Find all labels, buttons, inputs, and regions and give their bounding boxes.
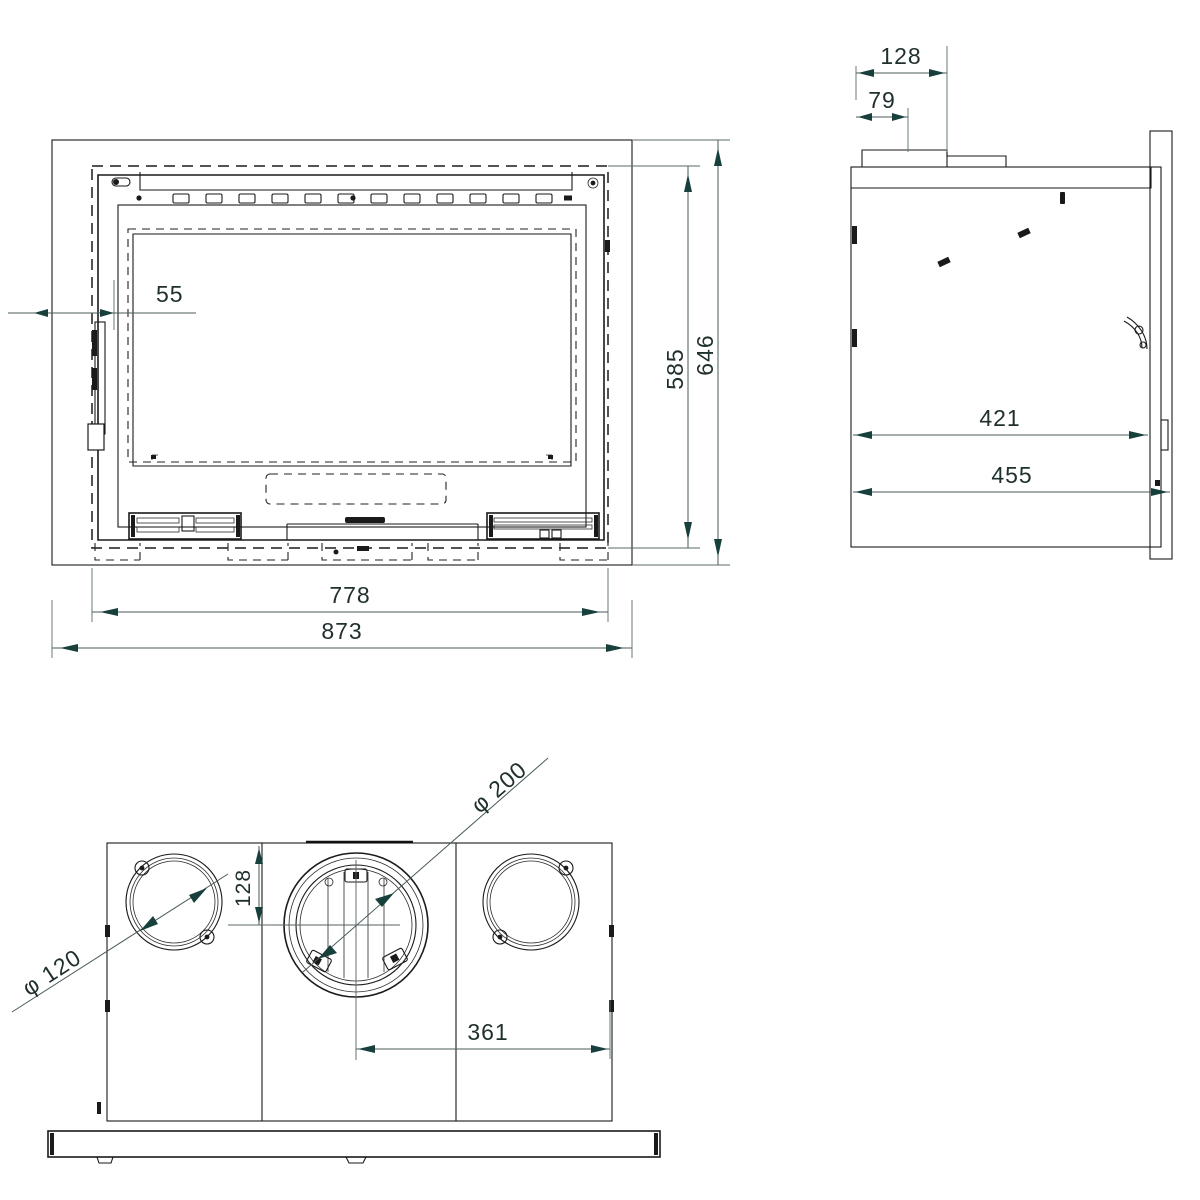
dimension-79-side: 79: [856, 87, 909, 152]
top-side-tabs: [97, 925, 614, 1114]
front-access-hatch: [265, 473, 447, 505]
front-firebox-corner-marks: [151, 454, 553, 460]
dimension-455: 455: [853, 462, 1170, 496]
front-outer-frame: [51, 139, 633, 566]
dimension-79-side-label: 79: [868, 87, 896, 113]
front-firebox-panel: [132, 233, 572, 467]
dimension-phi200: φ 200: [302, 756, 549, 973]
dimension-585: 585: [608, 165, 700, 549]
top-right-air-collar: [482, 853, 580, 951]
dimension-873: 873: [51, 600, 633, 658]
side-top-plate: [851, 166, 1152, 189]
top-body-outline: [106, 842, 613, 1122]
front-right-fixings: [587, 177, 610, 252]
dimension-646: 646: [632, 139, 730, 566]
dimension-421: 421: [853, 405, 1148, 439]
dimension-128-top-label: 128: [232, 869, 255, 907]
front-top-rail: [139, 172, 573, 191]
dimension-361-label: 361: [467, 1019, 508, 1045]
front-handle-bar: [345, 517, 385, 523]
front-left-badge: [111, 177, 131, 187]
side-view: 128 79 421 455: [850, 43, 1173, 560]
side-body-outline: [850, 166, 1162, 548]
top-view: φ 200 φ 120 128 361: [11, 756, 661, 1164]
front-plinth-recess: [286, 523, 479, 540]
dimension-128-top: 128: [228, 846, 270, 926]
dimension-55-label: 55: [156, 281, 184, 307]
front-glass-opening: [127, 228, 577, 463]
dimension-phi200-label: φ 200: [466, 756, 532, 818]
dimension-phi120-label: φ 120: [17, 944, 85, 1001]
top-left-air-collar: [125, 853, 223, 951]
front-left-grille: [128, 512, 242, 540]
dimension-455-label: 455: [991, 462, 1032, 488]
top-flue-clamp-right: [382, 947, 408, 971]
side-handle-detail: [1123, 316, 1148, 350]
dimension-585-label: 585: [662, 348, 688, 389]
dimension-128-side: 128: [855, 43, 948, 152]
dimension-128-side-label: 128: [880, 43, 921, 69]
dimension-646-label: 646: [692, 334, 718, 375]
side-interior-fixings: [852, 192, 1160, 486]
top-base-plate: [47, 1130, 661, 1158]
front-convector-outline: [91, 165, 609, 549]
front-top-vent-slots: [136, 193, 572, 204]
side-flue-collar: [861, 149, 1007, 167]
dimension-phi120: φ 120: [11, 873, 229, 1013]
dimension-421-label: 421: [979, 405, 1020, 431]
dimension-778: 778: [91, 568, 609, 622]
front-right-grille: [486, 512, 600, 540]
front-glass-frame: [117, 204, 587, 528]
dimension-55: 55: [8, 280, 196, 330]
front-left-hinge: [87, 321, 106, 451]
front-body-shell: [97, 174, 605, 541]
dimension-873-label: 873: [321, 618, 362, 644]
dimension-361: 361: [356, 1000, 611, 1059]
top-base-feet: [50, 1133, 658, 1164]
front-foot-pads: [94, 543, 609, 561]
front-view: 55 585 646 778: [8, 139, 730, 658]
side-front-frame-profile: [1149, 130, 1173, 560]
side-frame-notch: [1160, 419, 1169, 451]
dimension-778-label: 778: [329, 582, 370, 608]
